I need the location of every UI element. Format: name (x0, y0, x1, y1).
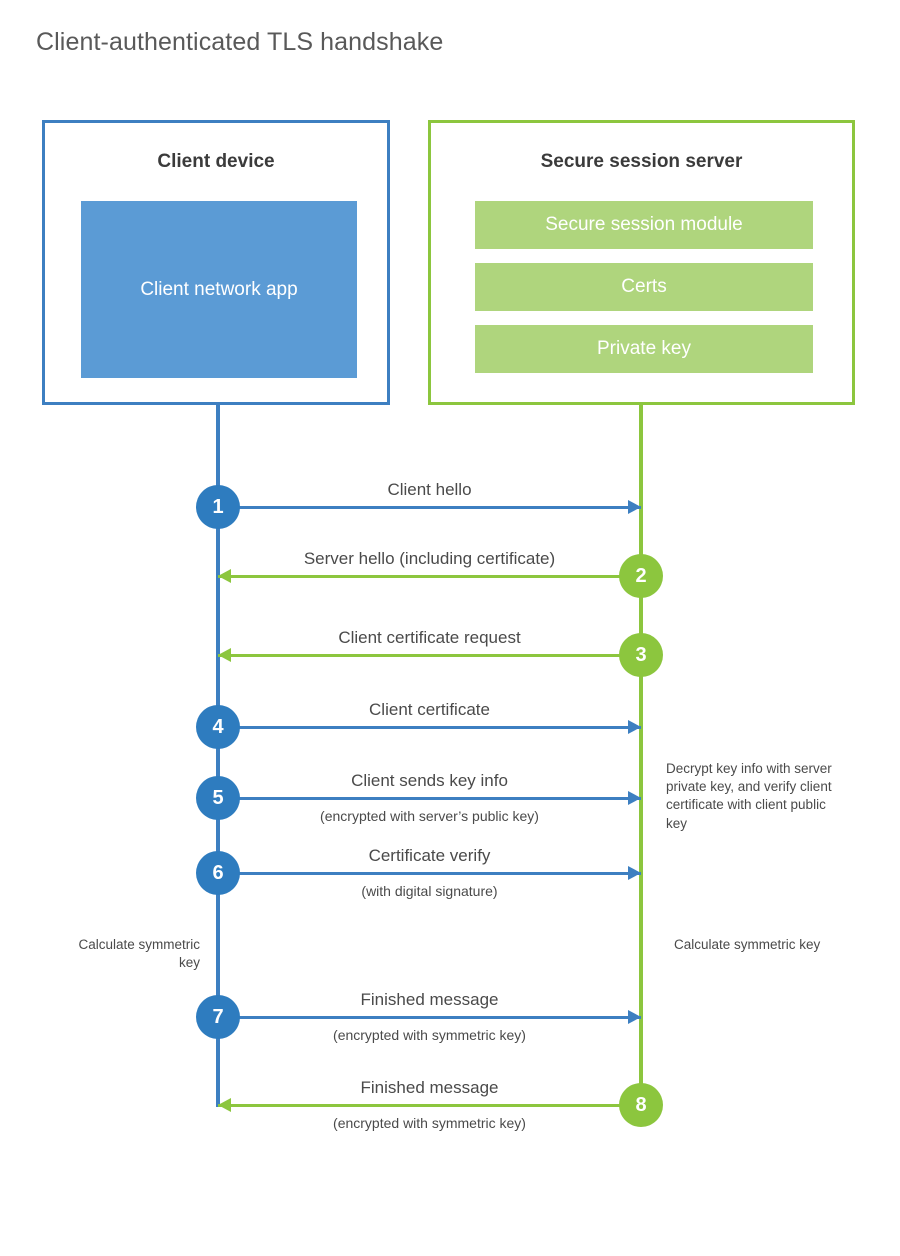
secure-session-server-box: Secure session server Secure session mod… (428, 120, 855, 405)
arrowhead-icon (628, 791, 641, 805)
arrowhead-icon (218, 569, 231, 583)
step-number-7[interactable]: 7 (196, 995, 240, 1039)
message-label-step-8: Finished message (360, 1078, 499, 1097)
message-label-step-1: Client hello (387, 480, 472, 499)
message-label-step-7: Finished message (360, 990, 499, 1009)
server-component-secure-session-module: Secure session module (475, 201, 813, 249)
client-device-title: Client device (157, 151, 275, 172)
arrowhead-icon (628, 720, 641, 734)
message-sublabel-step-7: (encrypted with symmetric key) (333, 1027, 526, 1043)
client-calculate-symmetric-key-note: Calculate symmetric key (78, 937, 200, 971)
step-number-2[interactable]: 2 (619, 554, 663, 598)
message-sublabel-step-8: (encrypted with symmetric key) (333, 1115, 526, 1131)
arrow-step-7 (218, 1010, 641, 1024)
arrowhead-icon (628, 866, 641, 880)
arrow-step-3 (218, 648, 641, 662)
page-title: Client-authenticated TLS handshake (36, 28, 444, 56)
server-component-certs: Certs (475, 263, 813, 311)
arrow-step-4 (218, 720, 641, 734)
step-number-6[interactable]: 6 (196, 851, 240, 895)
arrowhead-icon (218, 1098, 231, 1112)
secure-session-server-title: Secure session server (540, 151, 743, 172)
message-label-step-3: Client certificate request (338, 628, 521, 647)
server-decrypt-note: Decrypt key info with server private key… (666, 761, 832, 831)
message-label-step-5: Client sends key info (351, 771, 508, 790)
step-number-3[interactable]: 3 (619, 633, 663, 677)
server-component-private-key: Private key (475, 325, 813, 373)
message-label-step-6: Certificate verify (368, 846, 491, 865)
message-sublabel-step-5: (encrypted with server’s public key) (320, 808, 539, 824)
arrowhead-icon (628, 500, 641, 514)
client-network-app-block: Client network app (81, 201, 357, 378)
arrowhead-icon (628, 1010, 641, 1024)
arrow-step-5 (218, 791, 641, 805)
client-device-box: Client device Client network app (42, 120, 390, 405)
step-number-5[interactable]: 5 (196, 776, 240, 820)
server-calculate-symmetric-key-note: Calculate symmetric key (674, 937, 821, 952)
client-lifeline (216, 405, 220, 1107)
arrow-step-8 (218, 1098, 641, 1112)
message-label-step-2: Server hello (including certificate) (303, 549, 556, 568)
server-lifeline (639, 405, 643, 1107)
step-number-1[interactable]: 1 (196, 485, 240, 529)
arrowhead-icon (218, 648, 231, 662)
step-number-4[interactable]: 4 (196, 705, 240, 749)
arrow-step-6 (218, 866, 641, 880)
step-number-8[interactable]: 8 (619, 1083, 663, 1127)
arrow-step-2 (218, 569, 641, 583)
message-label-step-4: Client certificate (369, 700, 490, 719)
arrow-step-1 (218, 500, 641, 514)
message-sublabel-step-6: (with digital signature) (361, 883, 498, 899)
